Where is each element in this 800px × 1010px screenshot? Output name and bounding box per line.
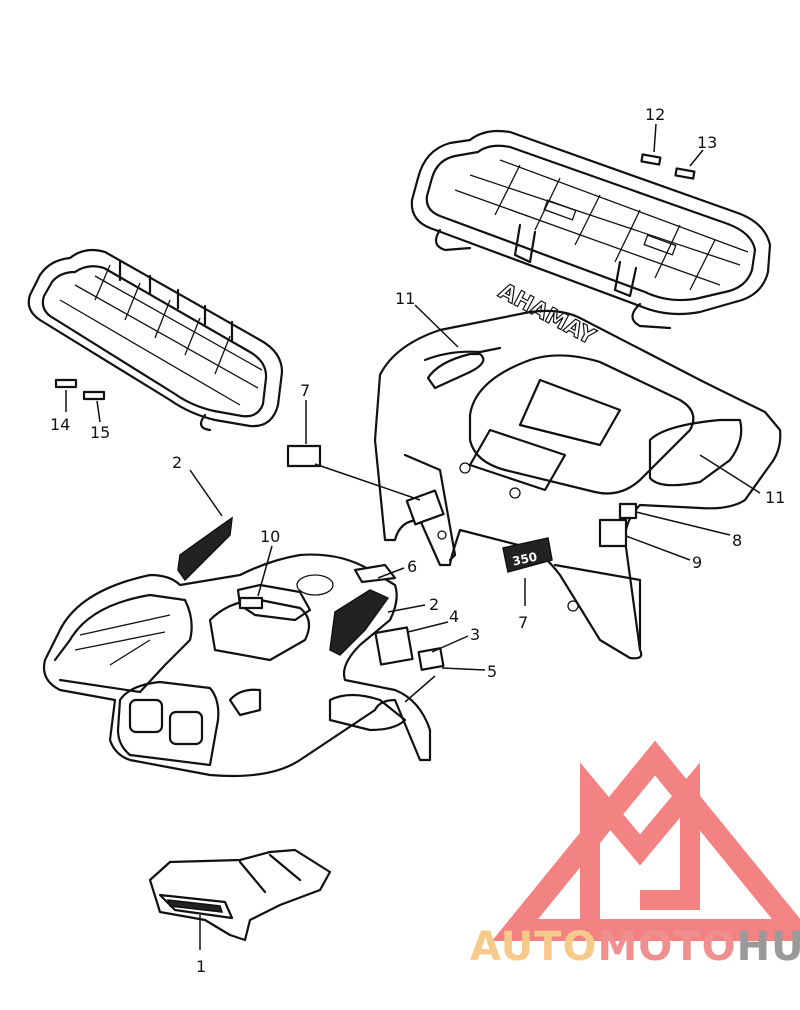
rear-carrier-rack [410,129,772,330]
fender-brand-text: YAMAHA [494,279,600,351]
callout-labels: 1 2 2 3 4 5 6 7 7 8 9 10 11 11 12 13 14 … [50,105,785,976]
front-carrier-rack [27,248,284,432]
decal-6 [353,563,397,584]
svg-text:AUTOMOTOHUB: AUTOMOTOHUB [470,924,800,970]
reflector-8 [618,502,638,520]
callout-2-left: 2 [172,453,182,472]
callout-11-top: 11 [395,289,415,308]
callout-2-right: 2 [429,595,439,614]
decal-4 [374,626,414,666]
callout-11-right: 11 [765,488,785,507]
model-emblem: 350 [502,537,553,573]
callout-3: 3 [470,625,480,644]
decal-13 [674,167,696,180]
callout-12: 12 [645,105,665,124]
watermark-hub: HUB [737,924,800,970]
decal-3 [417,647,445,671]
callout-5: 5 [487,662,497,681]
reflector-9 [598,518,628,548]
callout-15: 15 [90,423,110,442]
watermark-moto: MOTO [598,924,737,970]
decal-14 [54,378,78,389]
side-decal-2 [329,589,390,656]
decal-7-a [286,444,322,468]
callout-7-top: 7 [300,381,310,400]
decal-12 [640,153,662,166]
callout-4: 4 [449,607,459,626]
side-decal-2-left [177,516,233,582]
watermark-auto: AUTO [470,924,598,970]
callout-1: 1 [196,957,206,976]
watermark-text: AUTOMOTOHUB [470,924,800,970]
callout-6: 6 [407,557,417,576]
decal-15 [82,390,106,401]
callout-8: 8 [732,531,742,550]
callout-9: 9 [692,553,702,572]
emblem-text: 350 [511,550,538,569]
callout-10: 10 [260,527,280,546]
decal-10 [238,596,264,610]
watermark-logo [491,740,800,941]
callout-14: 14 [50,415,70,434]
callout-7-bottom: 7 [518,613,528,632]
lower-bracket-assembly [148,848,332,942]
front-fender [42,553,432,778]
callout-13: 13 [697,133,717,152]
